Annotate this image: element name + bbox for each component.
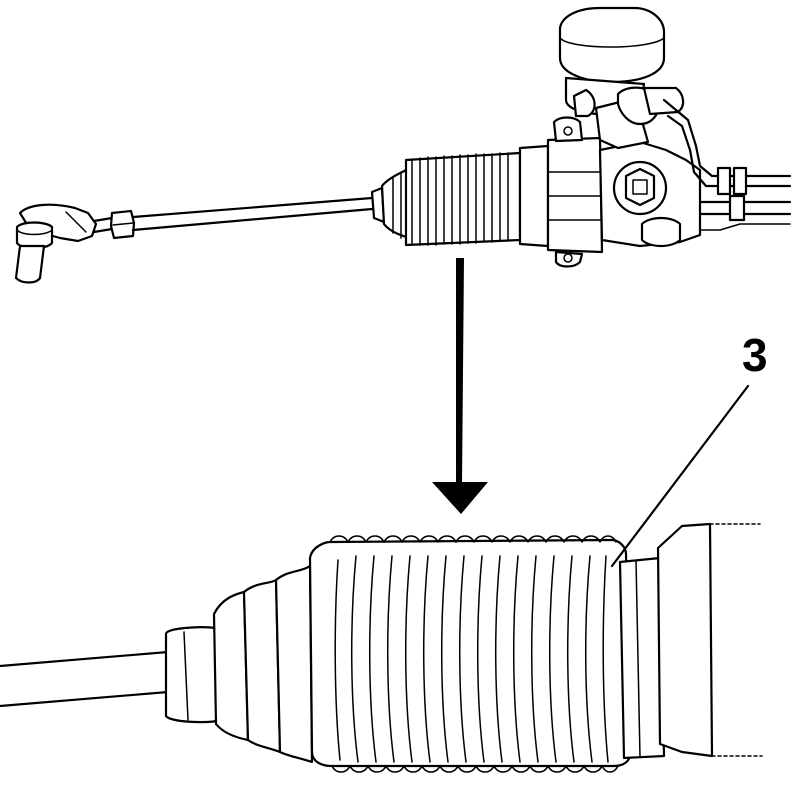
tie-rod — [92, 216, 114, 234]
pinion-valve-body — [558, 6, 685, 150]
hex-bolt — [612, 160, 668, 216]
tie-rod-end — [14, 203, 98, 284]
steering-rack-assembly-illustration — [14, 6, 792, 284]
down-arrow-icon — [432, 258, 488, 514]
boot-taper — [212, 564, 314, 764]
rack-boot-small — [370, 144, 550, 248]
lock-nut — [109, 209, 136, 240]
steering-rack-boot — [308, 535, 632, 773]
housing-end — [656, 522, 763, 758]
callout-leader-line — [610, 384, 750, 568]
hydraulic-lines — [662, 98, 792, 231]
callout-label-3: 3 — [742, 329, 768, 381]
tie-rod-shaft — [0, 650, 170, 708]
rack-boot-detail-illustration — [0, 384, 763, 773]
boot-clamp-band — [618, 556, 666, 760]
